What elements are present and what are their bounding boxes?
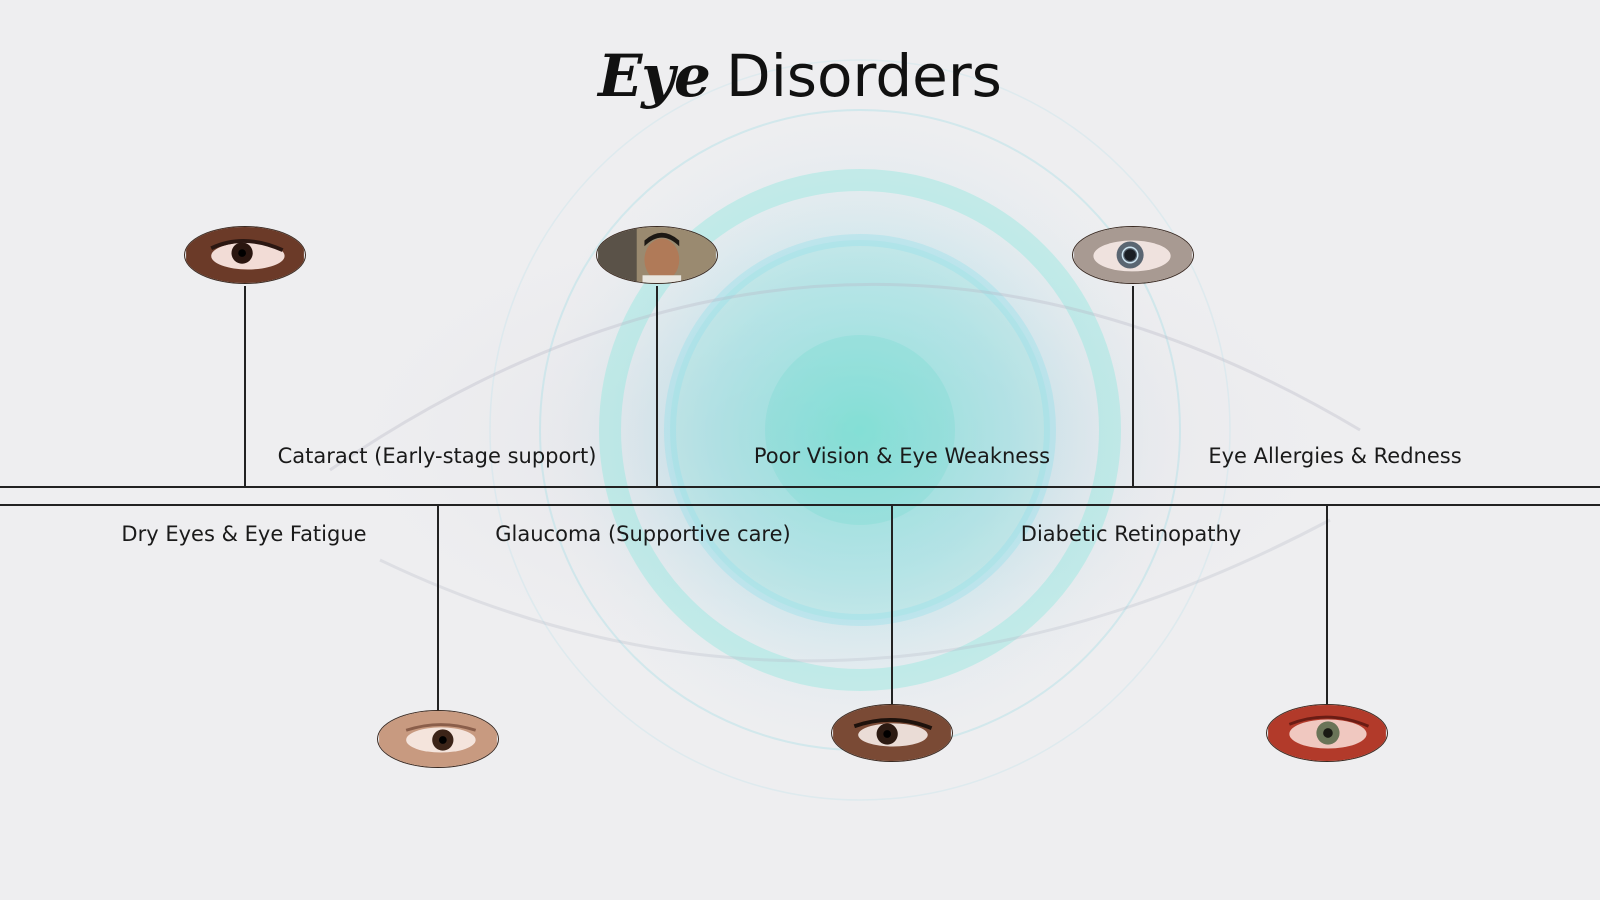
connector-line — [656, 286, 658, 486]
eye-photo-icon — [1072, 226, 1194, 284]
item-label: Eye Allergies & Redness — [1208, 444, 1462, 468]
eye-photo-icon — [377, 710, 499, 768]
item-label: Cataract (Early-stage support) — [277, 444, 597, 468]
eye-photo-icon — [831, 704, 953, 762]
connector-line — [244, 286, 246, 486]
eye-photo-icon — [1266, 704, 1388, 762]
item-label: Diabetic Retinopathy — [1020, 522, 1242, 546]
connector-line — [437, 504, 439, 710]
connector-line — [1326, 504, 1328, 704]
connector-line — [891, 504, 893, 704]
title-rest: Disorders — [726, 42, 1002, 110]
title-italic: Eye — [598, 42, 711, 110]
eye-photo-icon — [184, 226, 306, 284]
connector-line — [1132, 286, 1134, 486]
page-title: Eye Disorders — [0, 42, 1600, 110]
timeline-lower-line — [0, 504, 1600, 506]
item-label: Dry Eyes & Eye Fatigue — [121, 522, 367, 546]
item-label: Poor Vision & Eye Weakness — [753, 444, 1051, 468]
item-label: Glaucoma (Supportive care) — [495, 522, 791, 546]
timeline-upper-line — [0, 486, 1600, 488]
person-photo-icon — [596, 226, 718, 284]
